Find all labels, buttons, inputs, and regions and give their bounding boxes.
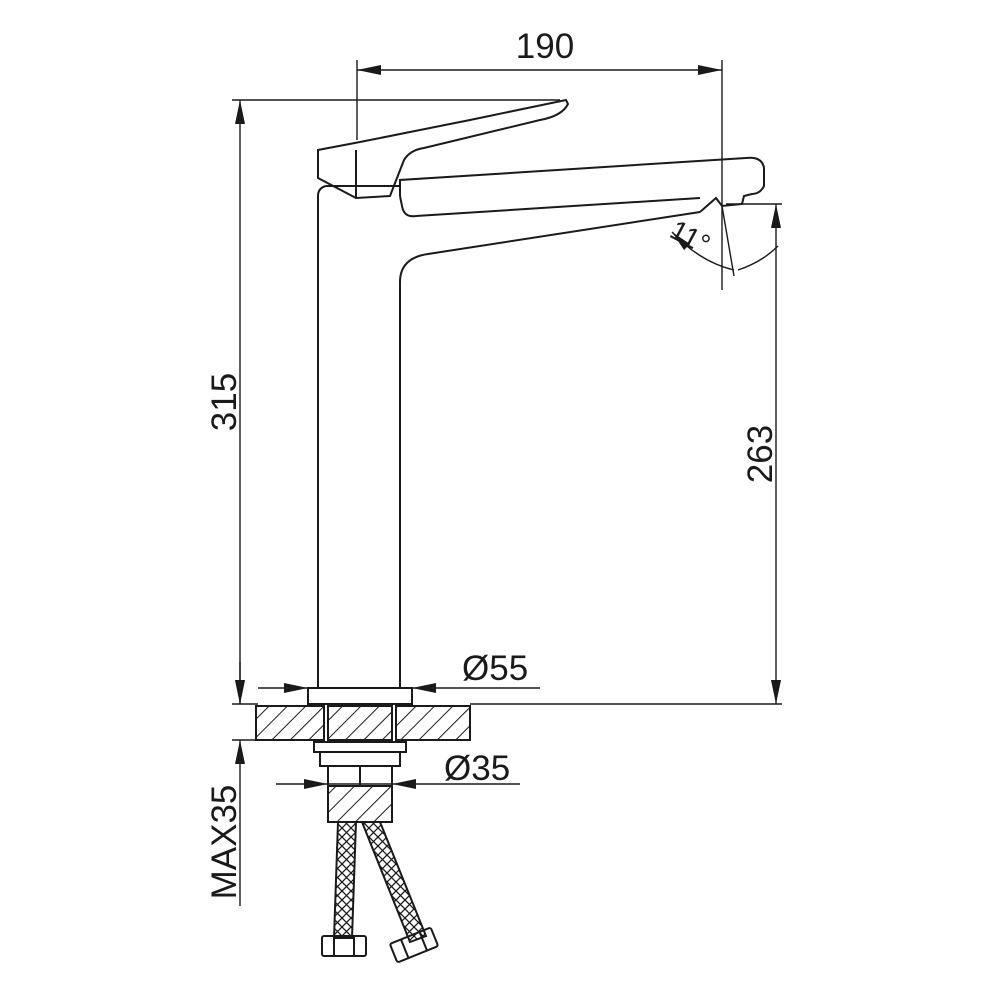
- dimension-reach: 190: [356, 27, 723, 290]
- spout-height-label: 263: [741, 425, 780, 483]
- lever-handle: [317, 98, 570, 200]
- base-flange: [307, 687, 413, 705]
- fitting-left: [321, 935, 367, 957]
- reach-label: 190: [516, 27, 574, 66]
- dimension-spout-height: 263: [470, 203, 782, 705]
- spout-outline: [399, 156, 765, 213]
- dimension-body-diameter: Ø55: [258, 649, 540, 693]
- nut: [319, 751, 401, 767]
- hose-left: [332, 821, 358, 939]
- total-height-label: 315: [205, 373, 244, 431]
- angle-label: 11°: [665, 214, 715, 260]
- shank-bottom: [327, 785, 393, 823]
- handle-outline: [317, 98, 570, 200]
- body-diameter-label: Ø55: [462, 649, 528, 688]
- fitting-right: [389, 927, 439, 963]
- spout: [399, 156, 765, 218]
- shank-diameter-label: Ø35: [444, 749, 510, 788]
- supply-hoses: [321, 821, 439, 963]
- countertop-left: [255, 705, 325, 741]
- column-left-edge: [317, 185, 327, 688]
- dimension-total-height: 315: [205, 99, 560, 704]
- hose-right: [360, 821, 428, 944]
- column-right-edge: [399, 211, 701, 688]
- washer: [313, 741, 407, 753]
- dimension-counter-thickness: MAX35: [205, 662, 258, 906]
- base-assembly: [255, 687, 471, 823]
- faucet-body: [317, 185, 701, 688]
- counter-thickness-label: MAX35: [205, 785, 244, 900]
- countertop-right: [395, 705, 471, 741]
- shank-thread: [327, 705, 393, 741]
- dimension-shank-diameter: Ø35: [276, 749, 520, 789]
- spout-upper-edge: [399, 195, 701, 218]
